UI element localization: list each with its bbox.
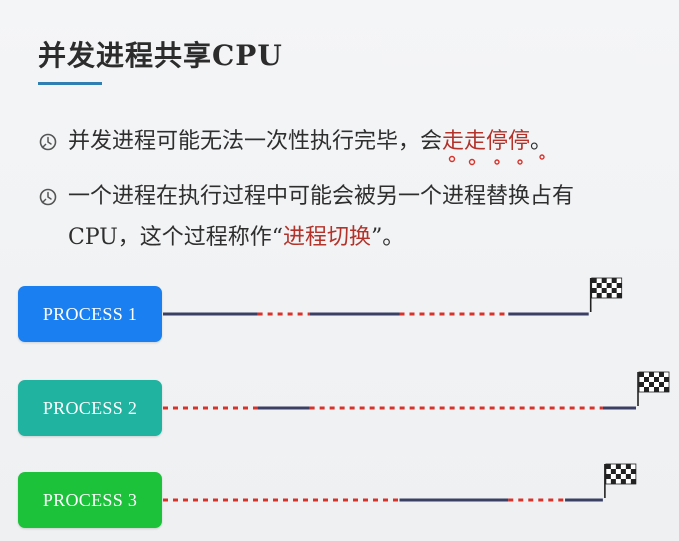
bullet-2-text: 一个进程在执行过程中可能会被另一个进程替换占有 CPU，这个过程称作“进程切换”。 bbox=[68, 176, 658, 258]
bullet-2-line-1: 一个进程在执行过程中可能会被另一个进程替换占有 bbox=[68, 184, 575, 209]
stop-dots-decoration bbox=[448, 154, 545, 166]
bullet-1-highlight: 走走停停 bbox=[442, 129, 531, 154]
bullet-1-text-after: 。 bbox=[530, 129, 553, 154]
checkered-flag-icon bbox=[637, 371, 670, 406]
bullet-1-text-before: 并发进程可能无法一次性执行完毕，会 bbox=[68, 129, 443, 154]
bullet-1: 并发进程可能无法一次性执行完毕，会走走停停 。 bbox=[38, 121, 658, 166]
checkered-flag-icon bbox=[604, 463, 637, 498]
slide-title: 并发进程共享CPU bbox=[38, 39, 283, 72]
clock-circle-icon bbox=[39, 188, 57, 206]
bullet-2-text-after: ”。 bbox=[371, 225, 405, 250]
process-1-box: PROCESS 1 bbox=[18, 286, 162, 342]
bullet-2: 一个进程在执行过程中可能会被另一个进程替换占有 CPU，这个过程称作“进程切换”。 bbox=[38, 176, 658, 258]
bullet-2-highlight: 进程切换 bbox=[283, 225, 372, 250]
process-3-box: PROCESS 3 bbox=[18, 472, 162, 528]
title-underline bbox=[38, 82, 102, 85]
bullet-1-text: 并发进程可能无法一次性执行完毕，会走走停停 。 bbox=[68, 121, 658, 166]
clock-circle-icon bbox=[39, 133, 57, 151]
checkered-flag-icon bbox=[589, 277, 623, 312]
bullet-1-highlight-wrap: 走走停停 bbox=[442, 121, 545, 166]
bullet-2-text-before: CPU，这个过程称作“ bbox=[68, 225, 284, 250]
process-2-box: PROCESS 2 bbox=[18, 380, 162, 436]
